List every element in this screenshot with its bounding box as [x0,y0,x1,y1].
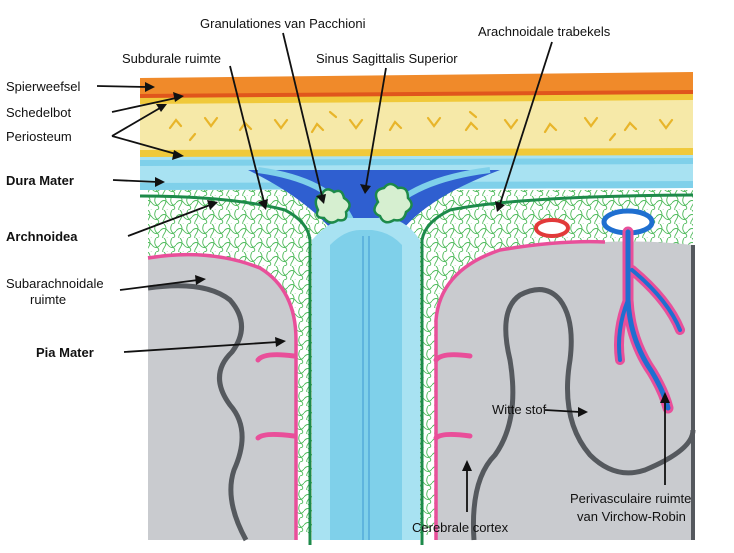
label-perivasculaire-2: van Virchow-Robin [577,509,686,524]
label-trabekels: Arachnoidale trabekels [478,24,611,39]
label-subarachnoidale-2: ruimte [30,292,66,307]
label-archnoidea: Archnoidea [6,229,78,244]
label-witte-stof: Witte stof [492,402,547,417]
label-subdurale: Subdurale ruimte [122,51,221,66]
label-sinus: Sinus Sagittalis Superior [316,51,458,66]
label-dura-mater: Dura Mater [6,173,74,188]
left-cortex [147,252,298,542]
white-matter-outline [470,287,696,541]
label-subarachnoidale-1: Subarachnoidale [6,276,104,291]
label-pia-mater: Pia Mater [36,345,94,360]
label-arrows [96,32,666,512]
skull-bone-layer [140,94,693,158]
label-perivasculaire-1: Perivasculaire ruimte [570,491,691,506]
arrowheads [145,82,670,471]
label-spierweefsel: Spierweefsel [6,79,81,94]
label-granulationes: Granulationes van Pacchioni [200,16,366,31]
labels: Spierweefsel Schedelbot Periosteum Dura … [6,16,691,535]
label-cortex: Cerebrale cortex [412,520,509,535]
label-schedelbot: Schedelbot [6,105,71,120]
arachnoid-line [139,193,694,545]
falx-cerebri [312,218,420,540]
label-periosteum: Periosteum [6,129,72,144]
